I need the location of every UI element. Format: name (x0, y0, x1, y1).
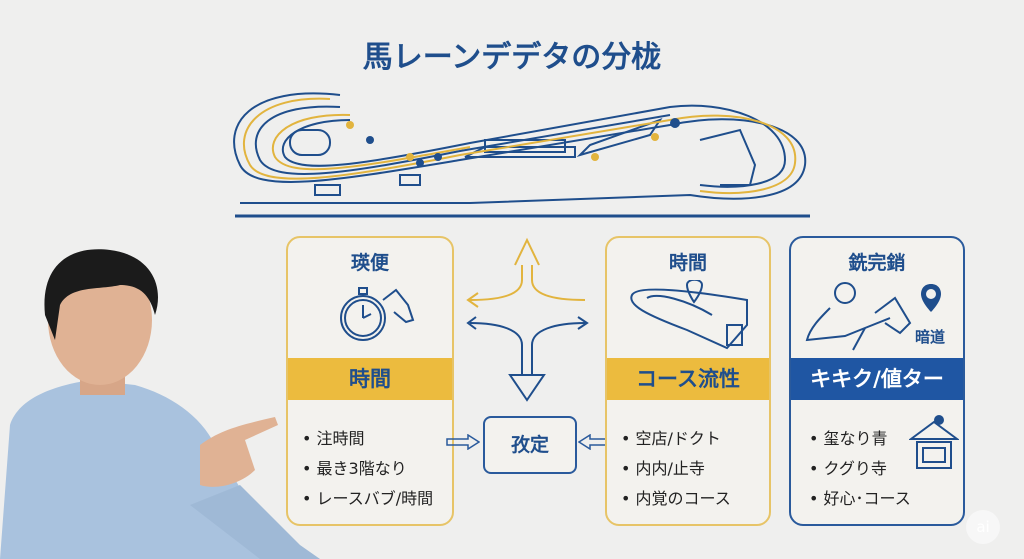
card-heading: 銑完銷 (848, 252, 906, 274)
card-band: 時間 (288, 358, 452, 400)
location-pin-icon (921, 284, 941, 312)
card-heading: 時間 (668, 252, 707, 274)
list-item: クグり寺 (809, 454, 911, 484)
list-item: 好心･コース (809, 484, 911, 514)
race-track-illustration (233, 92, 810, 218)
split-arrows-icon (466, 237, 589, 402)
card-list: 空店/ドクト 内内/止寺 内覚のコース (621, 424, 731, 514)
list-item: 玺なり青 (809, 424, 911, 454)
card-heading: 瑛便 (350, 252, 389, 274)
card-band: コース流性 (607, 358, 769, 400)
jockey-card: 銑完銷 暗道 キキク/値ター 玺なり青 クグり寺 好心･コース (789, 236, 965, 526)
list-item: 最き3階なり (302, 454, 433, 484)
stopwatch-horse-icon (340, 287, 415, 341)
presenter-person (0, 249, 320, 559)
list-item: 内内/止寺 (621, 454, 731, 484)
card-band: キキク/値ター (791, 358, 963, 400)
list-item: レースバブ/時間 (302, 484, 434, 514)
pin-label: 暗道 (915, 328, 946, 346)
list-item: 空店/ドクト (621, 424, 731, 454)
ai-badge: ai (966, 510, 1000, 544)
jockey-horse-icon (805, 282, 912, 351)
trophy-jockey-icon (909, 415, 959, 469)
list-item: 注時間 (302, 424, 433, 454)
track-map-pin-icon (630, 280, 748, 350)
course-card: 時間 コース流性 空店/ドクト 内内/止寺 内覚のコース (605, 236, 771, 526)
decision-box: 孜定 (483, 416, 577, 474)
card-list: 玺なり青 クグり寺 好心･コース (809, 424, 911, 514)
list-item: 内覚のコース (621, 484, 731, 514)
page-title: 馬レーンデデタの分栊 (362, 40, 662, 75)
arrow-right-icon (446, 434, 480, 450)
time-card: 瑛便 時間 注時間 最き3階なり レースバブ/時間 (286, 236, 454, 526)
card-list: 注時間 最き3階なり レースバブ/時間 (302, 424, 434, 514)
